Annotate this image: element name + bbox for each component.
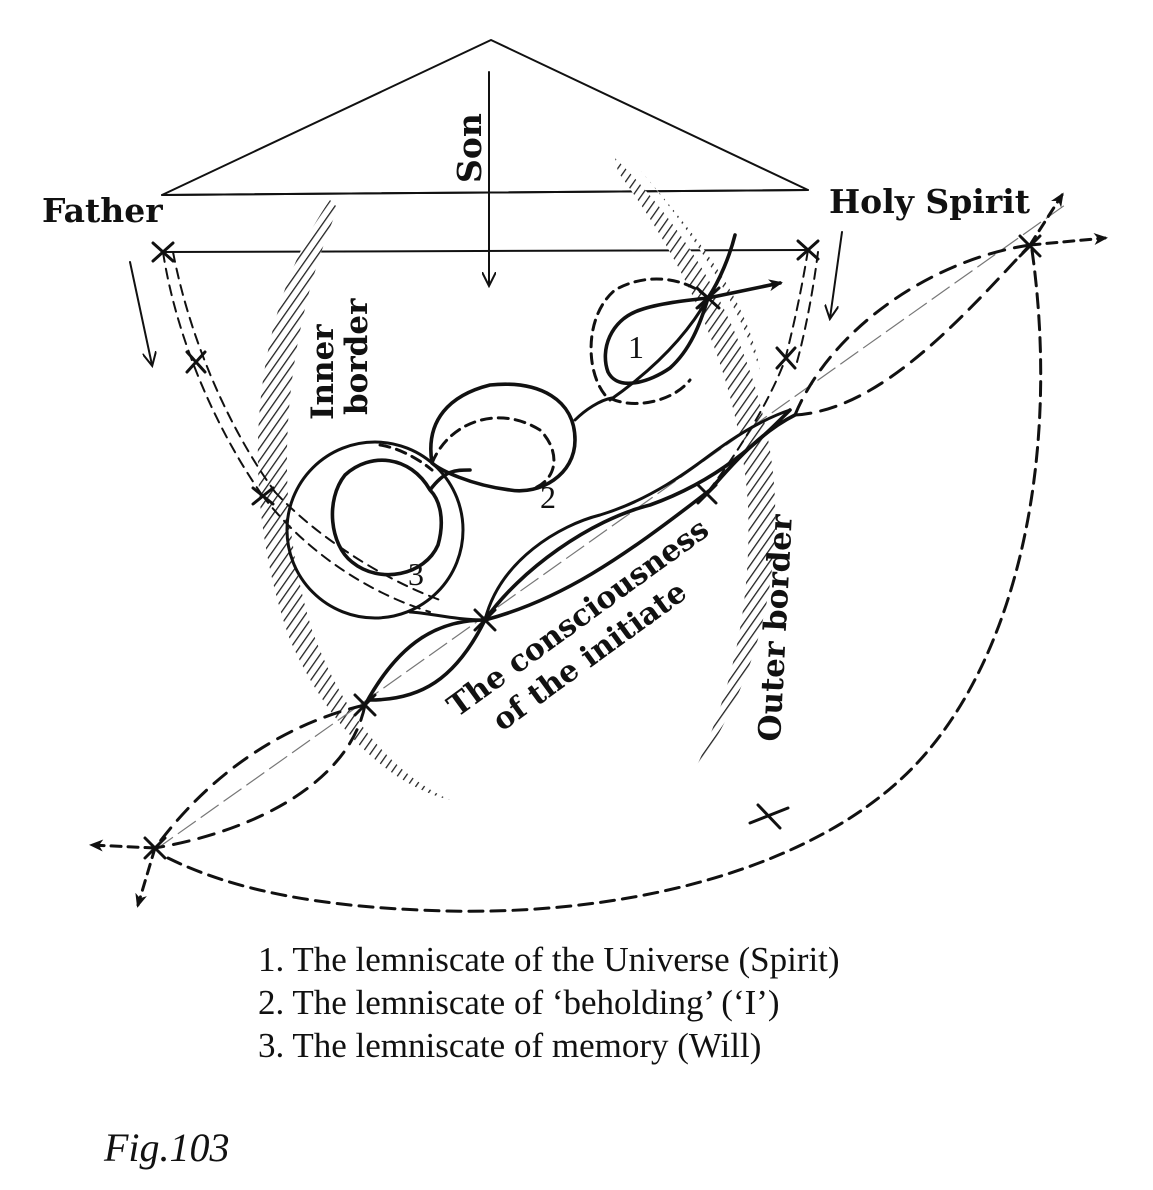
legend-item-3: 3. The lemniscate of memory (Will) <box>258 1026 762 1065</box>
left-dashed-path-c <box>261 494 431 613</box>
father-down-arrow <box>129 261 152 365</box>
lemniscate-3-outer-circle <box>285 440 465 620</box>
legend-item-2: 2. The lemniscate of ‘beholding’ (‘I’) <box>258 983 780 1022</box>
label-number-2: 2 <box>540 479 556 515</box>
lemniscate-2 <box>429 382 577 493</box>
upper-chord-line <box>162 249 809 253</box>
label-number-1: 1 <box>628 329 644 365</box>
triangle-base <box>161 189 809 196</box>
lower-right-node <box>748 803 790 830</box>
lemniscate-2-link <box>573 396 614 422</box>
legend-item-1: 1. The lemniscate of the Universe (Spiri… <box>258 940 840 979</box>
dashed-lobe-lower-left-a <box>153 703 367 850</box>
lemniscate-3-inner <box>330 458 472 577</box>
inner-border-band <box>257 200 450 800</box>
label-father: Father <box>42 191 163 230</box>
lemniscate-3-dashed <box>378 443 434 472</box>
label-inner-border-1: Inner <box>305 324 341 420</box>
label-son: Son <box>450 113 489 183</box>
lemniscate-1-arrow <box>706 279 783 300</box>
lemniscate-2-dashed <box>430 416 556 492</box>
consciousness-curve-b <box>368 408 792 702</box>
dashed-lobe-lower-left-b <box>153 703 367 850</box>
dashed-lobe-upper-right-b <box>793 243 1032 417</box>
label-holy-spirit: Holy Spirit <box>829 182 1031 221</box>
label-inner-border-2: border <box>339 298 375 415</box>
left-dashed-path-b <box>172 251 276 493</box>
consciousness-curve-c <box>483 408 792 622</box>
left-dashed-path-a <box>162 251 263 496</box>
label-number-3: 3 <box>408 556 424 592</box>
dashed-exit-arrow-right <box>1028 233 1108 247</box>
dashed-exit-arrow-left <box>89 839 157 852</box>
figure-caption: Fig.103 <box>104 1125 230 1170</box>
outer-dashed-arc <box>160 248 1043 913</box>
dashed-exit-arrow-downleft <box>135 846 157 908</box>
spirit-down-arrow <box>830 231 843 318</box>
outer-border-band <box>615 158 776 780</box>
right-dashed-path-b <box>796 251 819 363</box>
cross-markers <box>143 234 1042 860</box>
dashed-lobe-upper-right-a <box>793 243 1032 417</box>
dashed-exit-arrow-upright <box>1028 192 1064 247</box>
consciousness-curve-d <box>408 610 487 622</box>
central-axis <box>154 204 1066 851</box>
lemniscate-1-outer <box>589 277 710 405</box>
lemniscate-1-trail <box>608 296 710 402</box>
